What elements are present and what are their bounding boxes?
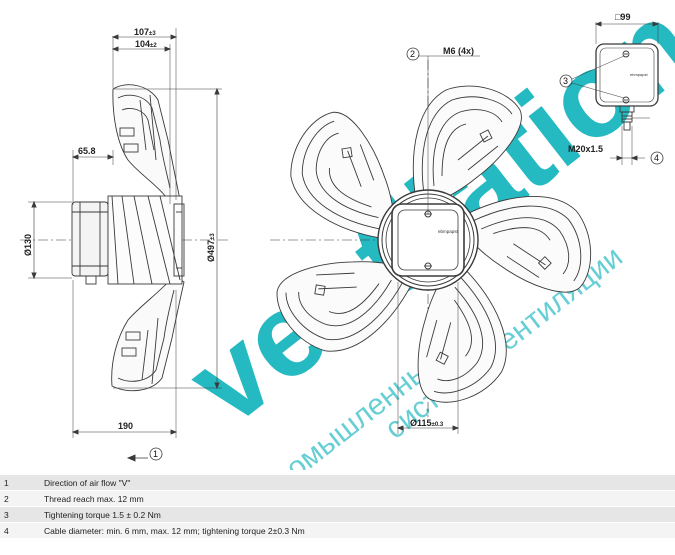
box-logo: ebmpapst [630,72,648,77]
legend-number: 3 [0,506,40,523]
callout-1: 1 [153,449,158,459]
legend-table: 1 Direction of air flow "V" 2 Thread rea… [0,475,675,539]
dim-box-99: □99 [615,12,630,22]
legend-number: 1 [0,475,40,491]
dim-497: Ø497±3 [206,233,216,262]
svg-text:ebmpapst: ebmpapst [438,229,459,234]
legend-number: 4 [0,522,40,539]
legend-text: Tightening torque 1.5 ± 0.2 Nm [40,506,675,523]
dim-130: Ø130 [23,234,33,256]
legend-text: Direction of air flow "V" [40,475,675,491]
dim-104: 104±2 [135,39,157,49]
callout-2: 2 [410,49,415,59]
terminal-box [559,21,664,165]
fan-side-view [20,28,228,462]
legend-row: 1 Direction of air flow "V" [0,475,675,491]
legend-text: Cable diameter: min. 6 mm, max. 12 mm; t… [40,522,675,539]
dim-65-8: 65.8 [78,146,96,156]
callout-4: 4 [654,153,659,163]
technical-drawing: ventilation промышленные системы вентиля… [20,0,675,470]
dim-190: 190 [118,421,133,431]
dim-107: 107±3 [134,27,156,37]
dim-115: Ø115±0.3 [410,418,444,428]
hub-logo: ebmpapst [438,229,459,234]
legend-text: Thread reach max. 12 mm [40,490,675,507]
legend-row: 3 Tightening torque 1.5 ± 0.2 Nm [0,506,675,523]
dim-m6: M6 (4x) [443,46,474,56]
dim-m20: M20x1.5 [568,144,603,154]
legend-row: 4 Cable diameter: min. 6 mm, max. 12 mm;… [0,522,675,539]
legend-row: 2 Thread reach max. 12 mm [0,490,675,507]
fan-front-view [261,47,604,434]
callout-3: 3 [563,76,568,86]
legend-number: 2 [0,490,40,507]
